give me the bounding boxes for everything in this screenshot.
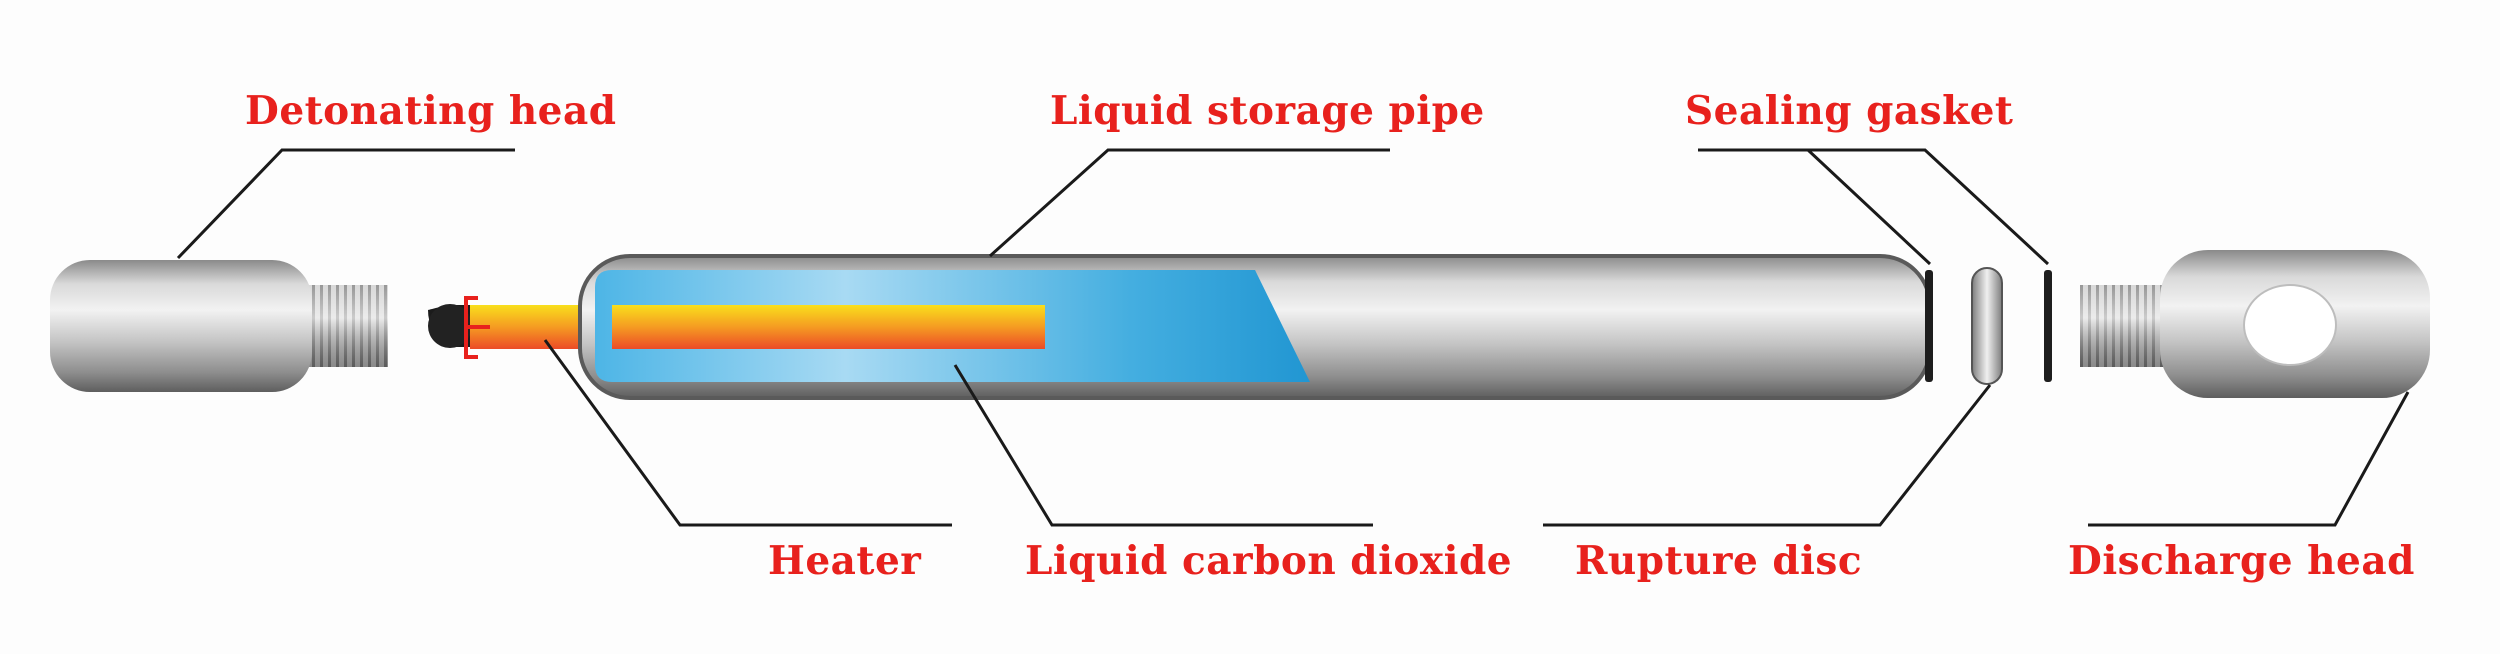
label-heater: Heater bbox=[768, 538, 922, 584]
leader-liquid-carbon-dioxide bbox=[953, 364, 1373, 527]
leader-sealing-gasket-left bbox=[1698, 148, 1932, 266]
discharge-head bbox=[2080, 250, 2430, 398]
sealing-gasket-left bbox=[1925, 270, 1933, 382]
rupture-disc bbox=[1971, 267, 2003, 385]
sealing-gasket-right bbox=[2044, 270, 2052, 382]
label-sealing-gasket: Sealing gasket bbox=[1685, 88, 2014, 134]
label-detonating-head: Detonating head bbox=[245, 88, 617, 134]
label-liquid-carbon-dioxide: Liquid carbon dioxide bbox=[1025, 538, 1513, 584]
leader-sealing-gasket-right bbox=[1760, 148, 2050, 266]
leader-lines bbox=[176, 148, 2410, 527]
leader-liquid-storage-pipe bbox=[988, 148, 1390, 258]
label-rupture-disc: Rupture disc bbox=[1575, 538, 1863, 584]
label-discharge-head: Discharge head bbox=[2068, 538, 2415, 584]
detonating-head bbox=[50, 260, 388, 392]
leader-discharge-head bbox=[2088, 391, 2410, 527]
liquid-storage-pipe bbox=[578, 254, 1932, 400]
label-liquid-storage-pipe: Liquid storage pipe bbox=[1050, 88, 1485, 134]
leader-detonating-head bbox=[176, 148, 515, 260]
leader-heater bbox=[543, 339, 952, 527]
leader-rupture-disc bbox=[1543, 384, 1992, 527]
